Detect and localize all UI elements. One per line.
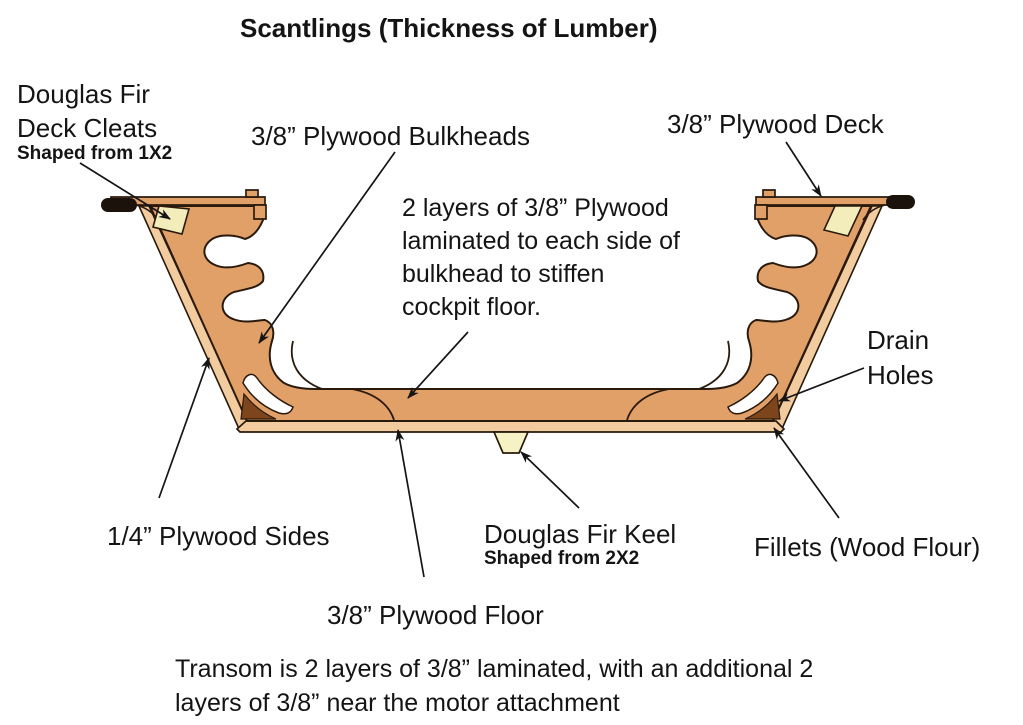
arrow-fillets [773, 427, 840, 519]
right-deck-block [754, 204, 768, 220]
right-leg-seam [698, 340, 731, 390]
label-fillets: Fillets (Wood Flour) [754, 532, 981, 562]
arrow-drain-holes [778, 367, 865, 402]
right-rub-rail [886, 195, 915, 209]
label-deck-cleats: Douglas Fir Deck Cleats [17, 79, 158, 143]
bottom-floor [235, 420, 786, 433]
left-rub-rail [101, 198, 137, 212]
left-floor-fillet-seam [351, 388, 395, 421]
right-fillet [744, 392, 781, 420]
label-sides: 1/4” Plywood Sides [107, 521, 330, 551]
label-deck-cleats-sub: Shaped from 1X2 [17, 143, 173, 164]
left-leg-seam [290, 340, 323, 390]
right-sheer-flare [862, 204, 886, 221]
label-bulkheads: 3/8” Plywood Bulkheads [251, 121, 530, 151]
page-title: Scantlings (Thickness of Lumber) [240, 13, 658, 43]
arrow-deck-cleats [79, 162, 171, 220]
label-transom-note: Transom is 2 layers of 3/8” laminated, w… [175, 655, 814, 717]
right-floor-fillet-seam [626, 388, 670, 421]
arrow-sides [158, 357, 210, 499]
arrow-bulkheads [258, 151, 396, 344]
lamination-seams [290, 340, 731, 421]
arrow-deck [785, 141, 822, 197]
leader-arrows [79, 141, 865, 578]
right-deck-tab [762, 189, 776, 198]
label-drain-holes: Drain Holes [867, 325, 934, 390]
bulkheads-and-cockpit-floor [149, 205, 872, 422]
arrow-keel [520, 451, 580, 509]
keel-shape [492, 431, 530, 454]
arrow-floor [395, 429, 425, 578]
left-fillet [240, 392, 277, 420]
label-deck: 3/8” Plywood Deck [667, 109, 884, 139]
right-deck-cleat [822, 205, 864, 237]
label-keel-sub: Shaped from 2X2 [484, 548, 640, 569]
right-drain-hole [727, 373, 779, 415]
left-deck-block [253, 204, 267, 220]
left-drain-hole [242, 373, 294, 415]
label-floor: 3/8” Plywood Floor [327, 600, 544, 630]
left-deck-tab [245, 189, 259, 198]
arrow-laminate [407, 331, 469, 399]
label-keel: Douglas Fir Keel [484, 519, 677, 549]
label-laminate-note: 2 layers of 3/8” Plywood laminated to ea… [402, 194, 680, 321]
